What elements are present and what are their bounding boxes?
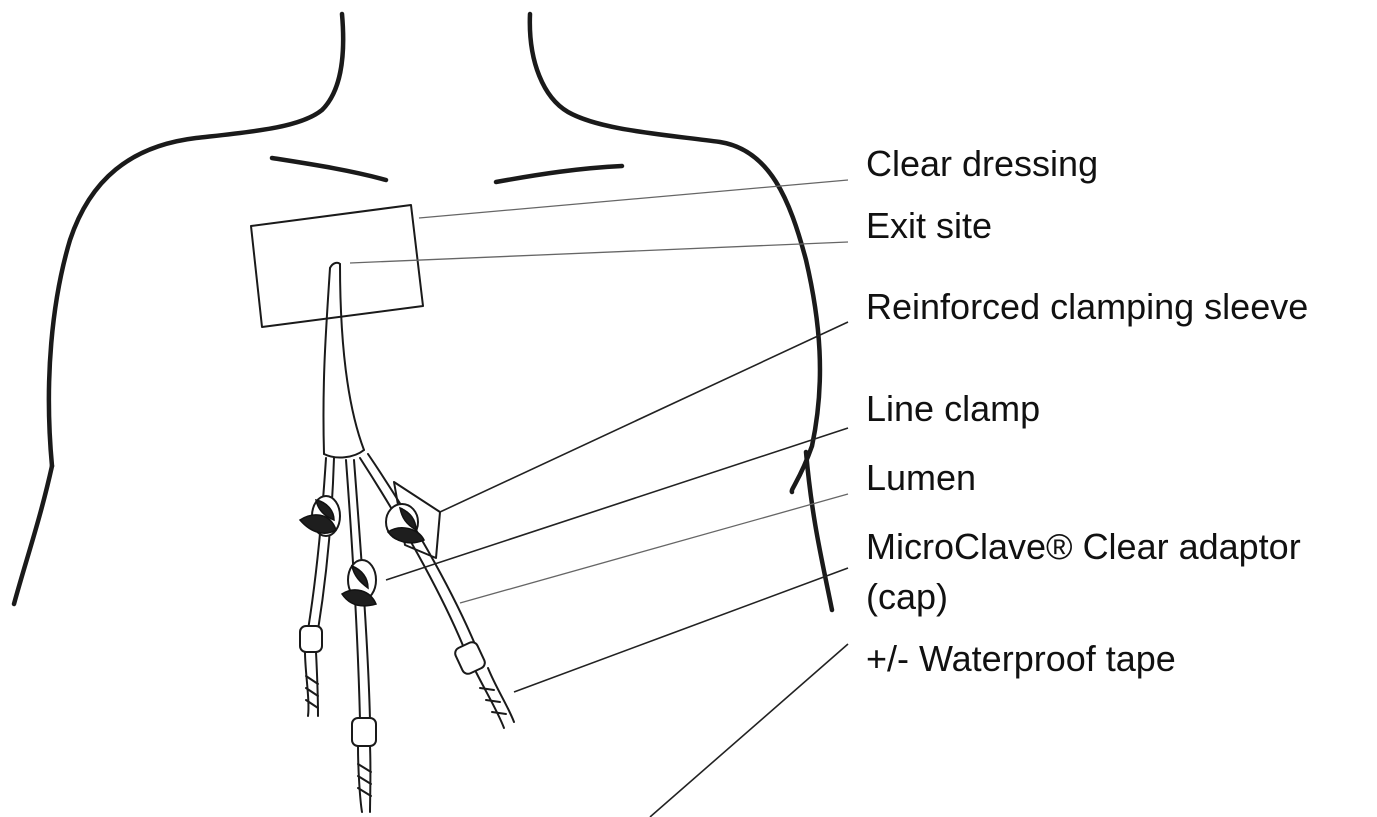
collarbones xyxy=(272,158,622,182)
line-clamp-right xyxy=(386,504,424,543)
leader-waterproof-tape xyxy=(650,644,848,817)
label-exit-site: Exit site xyxy=(866,205,992,247)
leader-clamping-sleeve xyxy=(440,322,848,512)
line-clamp-left xyxy=(300,496,340,536)
torso-outline xyxy=(14,14,832,610)
label-adaptor: MicroClave® Clear adaptor xyxy=(866,526,1301,568)
leader-adaptor xyxy=(514,568,848,692)
leader-lumen xyxy=(460,494,848,603)
leader-exit-site xyxy=(350,242,848,263)
label-adaptor-cap: (cap) xyxy=(866,576,948,618)
line-clamp-middle xyxy=(342,560,376,606)
label-clear-dressing: Clear dressing xyxy=(866,143,1098,185)
leader-lines xyxy=(350,180,848,817)
lumen-middle xyxy=(346,460,376,812)
label-lumen: Lumen xyxy=(866,457,976,499)
catheter-line xyxy=(323,263,364,458)
label-waterproof-tape: +/- Waterproof tape xyxy=(866,638,1176,680)
label-line-clamp: Line clamp xyxy=(866,388,1040,430)
lumen-right xyxy=(360,454,514,728)
label-reinforced-clamping-sleeve: Reinforced clamping sleeve xyxy=(866,286,1308,328)
clear-dressing-rect xyxy=(251,205,423,327)
